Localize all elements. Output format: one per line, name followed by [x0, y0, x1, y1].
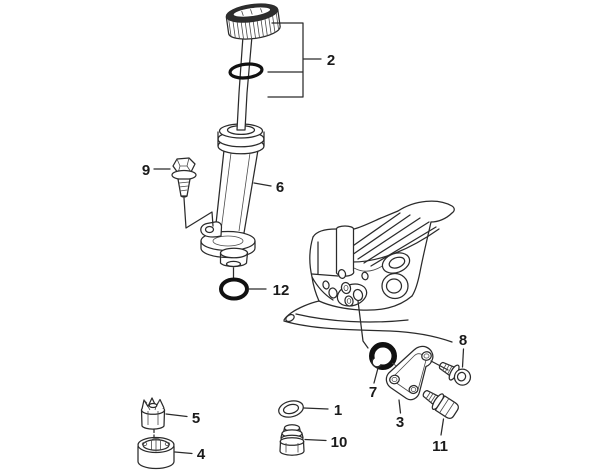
- callout-3-leader: [398, 399, 402, 414]
- filler-cap: [225, 3, 281, 40]
- screw-8: [438, 348, 472, 386]
- flange-bolt-9: [153, 157, 214, 229]
- callout-4-leader: [174, 451, 193, 455]
- callout-5: 5: [192, 410, 200, 427]
- callout-labels: 1 2 3 4 5 6 7 8 9 10 11 12: [142, 52, 467, 463]
- callout-10-leader: [304, 438, 327, 442]
- o-ring-upper: [228, 62, 264, 80]
- callout-7-target-leader: [357, 300, 369, 349]
- callout-5-leader: [165, 413, 188, 418]
- callout-7: 7: [369, 384, 377, 401]
- cap-grip-bar: [232, 6, 272, 18]
- callout-3: 3: [396, 414, 404, 431]
- dipstick-rod: [236, 35, 253, 131]
- callout-9: 9: [142, 162, 150, 179]
- o-ring-12: [219, 277, 267, 301]
- callout-7-leader: [373, 367, 379, 384]
- washer-1: [278, 400, 329, 418]
- callout-2-bracket: [267, 22, 322, 98]
- callout-2: 2: [327, 52, 335, 69]
- cup-4: [137, 436, 193, 470]
- callout-4: 4: [197, 446, 206, 463]
- plug-10: [279, 424, 327, 456]
- callout-10: 10: [331, 434, 348, 451]
- filler-cap-assembly: [225, 3, 322, 131]
- tube-socket-boss: [335, 225, 355, 277]
- star-nut-5: [140, 397, 188, 439]
- callout-11: 11: [432, 438, 448, 455]
- hex-bolt-11: [422, 390, 459, 436]
- bolt-9-target-leader: [183, 197, 214, 229]
- crankcase-housing: [283, 200, 455, 349]
- callout-8: 8: [459, 332, 467, 349]
- callout-1-leader: [303, 407, 329, 410]
- callout-12: 12: [273, 282, 290, 299]
- callout-6: 6: [276, 179, 284, 196]
- callout-1: 1: [334, 402, 342, 419]
- dipstick-tube: [200, 123, 272, 280]
- callout-6-leader: [253, 182, 272, 187]
- callout-11-leader: [440, 418, 445, 436]
- callout-8-leader: [461, 348, 465, 368]
